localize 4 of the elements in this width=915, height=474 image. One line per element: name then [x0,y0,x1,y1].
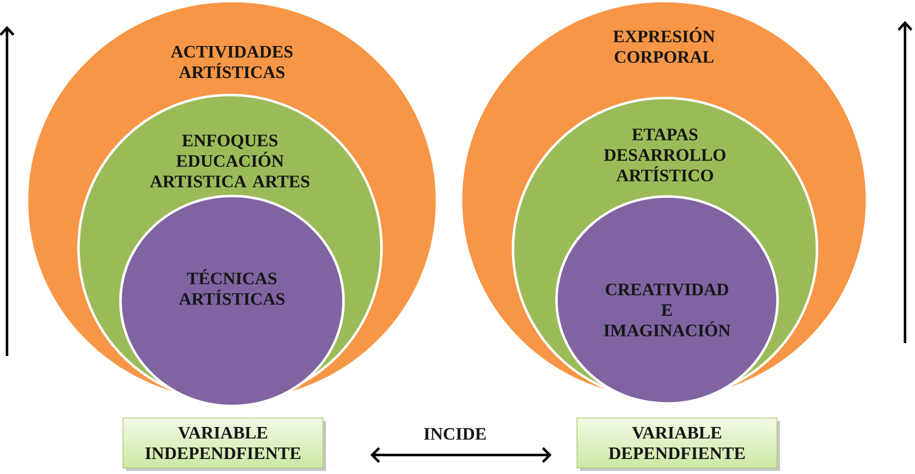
edge-label: INCIDE [422,427,488,441]
text-box: VARIABLE DEPENDFIENTE [576,418,780,471]
text-box: VARIABLE INDEPENDFIENTE [122,418,326,471]
arrow [370,447,552,463]
